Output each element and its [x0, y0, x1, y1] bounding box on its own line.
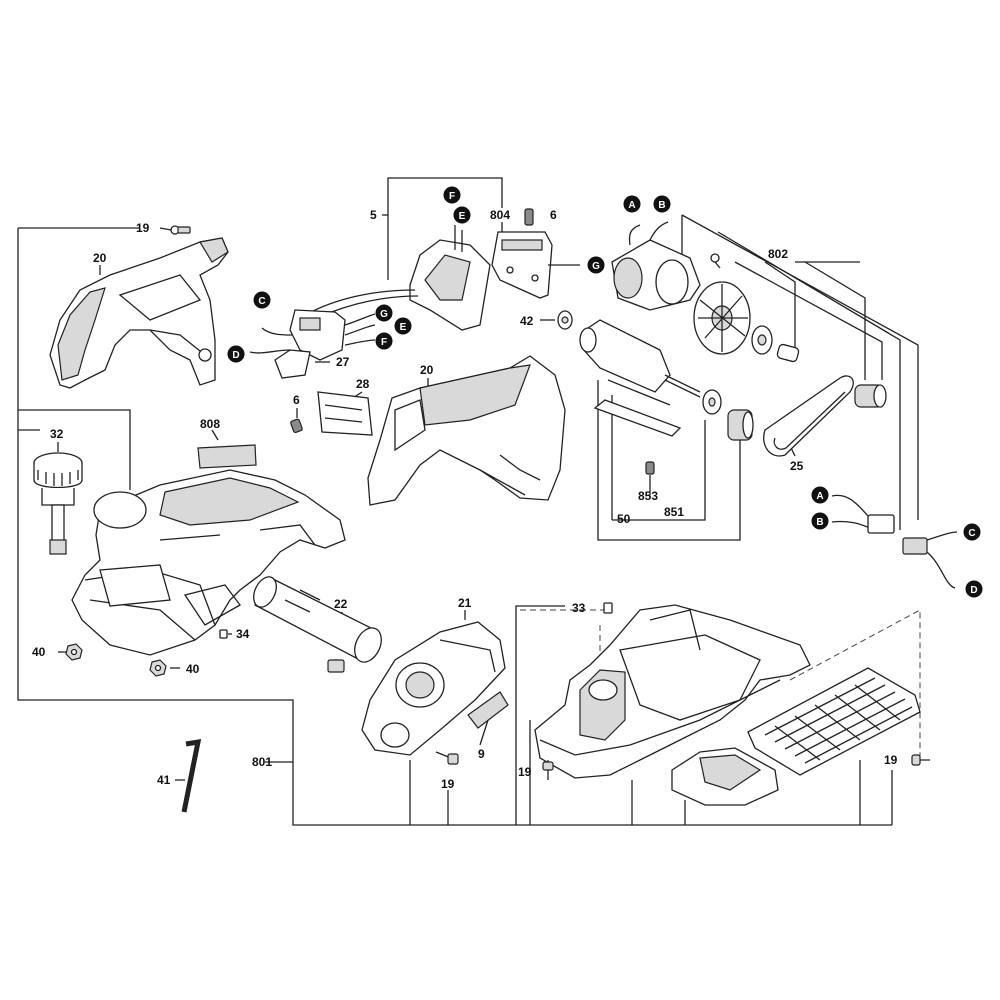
drum-bearing [702, 389, 722, 415]
connector-badge-e-top: E [453, 206, 471, 224]
connector-plug [831, 494, 958, 589]
svg-text:F: F [449, 191, 455, 202]
label-19-base: 19 [518, 765, 532, 779]
label-25: 25 [790, 459, 804, 473]
label-20-handle: 20 [420, 363, 434, 377]
spring-6-top [524, 208, 534, 226]
label-32: 32 [50, 427, 64, 441]
housing-half-20-left [49, 237, 229, 389]
base-plate [534, 604, 811, 779]
connector-badge-a-motor: A [623, 195, 641, 213]
connector-badge-d-switch: D [227, 345, 245, 363]
label-9: 9 [478, 747, 485, 761]
label-6-top: 6 [550, 208, 557, 222]
main-housing [71, 469, 346, 656]
bearing-802 [751, 325, 773, 355]
screw-19-right [911, 754, 930, 766]
part-labels: 19 20 5 804 6 802 42 27 28 6 20 808 32 2… [32, 208, 898, 791]
svg-text:G: G [592, 261, 600, 272]
screw-19-base [542, 760, 554, 780]
depth-knob-32 [33, 452, 83, 555]
connector-badge-c-switch: C [253, 291, 271, 309]
fan-screw [710, 253, 721, 269]
label-22: 22 [334, 597, 348, 611]
connector-badge-d-plug: D [965, 580, 983, 598]
label-50: 50 [617, 512, 631, 526]
drive-belt-25 [763, 375, 854, 457]
chip-tube-22 [253, 576, 382, 673]
svg-text:E: E [459, 211, 466, 222]
label-5: 5 [370, 208, 377, 222]
motor [611, 221, 701, 311]
blade-drum [579, 319, 701, 398]
label-808: 808 [200, 417, 220, 431]
label-34: 34 [236, 627, 250, 641]
switch-cover [671, 747, 779, 806]
label-40-right: 40 [186, 662, 200, 676]
svg-text:G: G [380, 309, 388, 320]
bearing-42 [557, 310, 573, 330]
shaft-802 [776, 343, 800, 363]
blade-851 [593, 379, 682, 437]
connector-badge-f-top: F [443, 186, 461, 204]
label-802: 802 [768, 247, 788, 261]
connector-badge-c-plug: C [963, 523, 981, 541]
label-851: 851 [664, 505, 684, 519]
svg-text:C: C [258, 296, 265, 307]
svg-text:F: F [381, 337, 387, 348]
label-801: 801 [252, 755, 272, 769]
leader-lines [17, 177, 921, 826]
svg-text:D: D [970, 585, 977, 596]
spring-6-lower [290, 418, 303, 434]
belt-cover-21 [361, 621, 506, 756]
label-19-right: 19 [884, 753, 898, 767]
svg-text:A: A [628, 200, 635, 211]
connector-badge-e-switch: E [394, 317, 412, 335]
connector-badge-g-top: G [587, 256, 605, 274]
svg-text:C: C [968, 528, 975, 539]
screw-853 [645, 461, 655, 475]
label-28: 28 [356, 377, 370, 391]
svg-text:A: A [816, 491, 823, 502]
label-20-left: 20 [93, 251, 107, 265]
label-804: 804 [490, 208, 510, 222]
screw-19-top [159, 225, 191, 235]
brush-holder-804 [491, 231, 580, 299]
fan [693, 281, 751, 355]
drum-pulley [727, 409, 754, 441]
hex-key-41 [181, 738, 202, 813]
switch-27 [249, 309, 376, 379]
connector-badge-b-plug: B [811, 512, 829, 530]
screw-33 [603, 602, 613, 614]
connector-badge-g-switch: G [375, 304, 393, 322]
label-19-belt-cover: 19 [441, 777, 455, 791]
screw-19-belt-cover [435, 751, 459, 765]
label-27: 27 [336, 355, 350, 369]
pulley-802 [854, 384, 887, 408]
nut-40-left [65, 643, 83, 661]
grid-sole-plate [747, 667, 921, 776]
connector-badge-f-switch: F [375, 332, 393, 350]
svg-text:B: B [658, 200, 665, 211]
insert-9 [467, 691, 509, 729]
svg-text:B: B [816, 517, 823, 528]
label-853: 853 [638, 489, 658, 503]
screw-34 [219, 629, 228, 639]
handle-housing-20 [367, 355, 566, 506]
svg-text:E: E [400, 322, 407, 333]
connector-badge-b-motor: B [653, 195, 671, 213]
label-6-lower: 6 [293, 393, 300, 407]
svg-text:D: D [232, 350, 239, 361]
label-33: 33 [572, 601, 586, 615]
label-21: 21 [458, 596, 472, 610]
label-40-left: 40 [32, 645, 46, 659]
label-42: 42 [520, 314, 534, 328]
label-808 [197, 444, 257, 469]
label-19-top: 19 [136, 221, 150, 235]
cover-28 [317, 391, 373, 436]
connector-badge-a-plug: A [811, 486, 829, 504]
label-41: 41 [157, 773, 171, 787]
nut-40-right [149, 659, 167, 677]
